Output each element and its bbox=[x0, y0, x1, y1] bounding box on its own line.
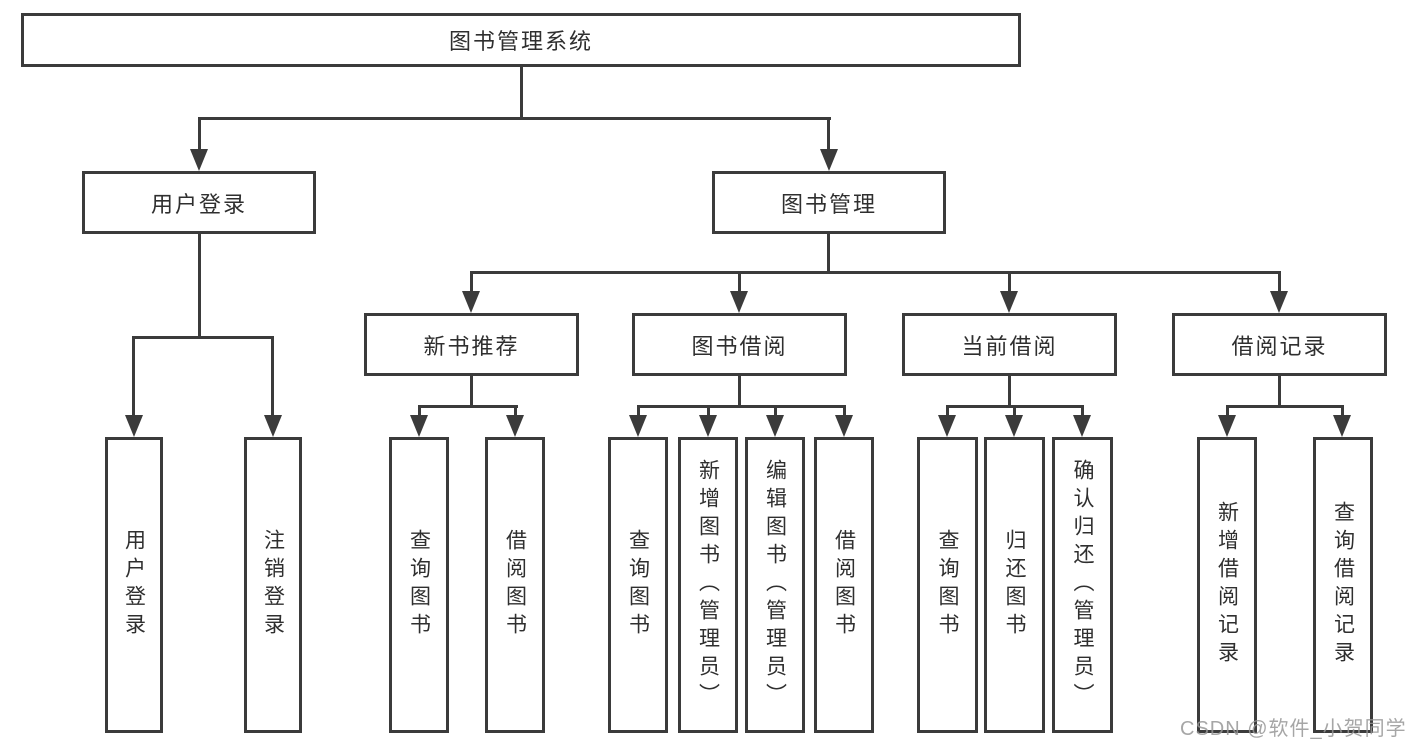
connector-current-stem bbox=[1008, 376, 1011, 408]
node-current-borrow: 当前借阅 bbox=[902, 313, 1117, 376]
connector-to-book-borrow bbox=[738, 271, 741, 297]
connector-newbook-stem bbox=[470, 376, 473, 408]
connector-borrow-leaf3 bbox=[774, 405, 777, 419]
arrowhead-borrow-leaf1 bbox=[629, 415, 647, 437]
arrowhead-current-leaf1 bbox=[938, 415, 956, 437]
connector-borrow-leaf2 bbox=[707, 405, 710, 419]
connector-current-leaf2 bbox=[1013, 405, 1016, 419]
connector-level3-bar bbox=[470, 271, 1281, 274]
arrowhead-newbook-leaf2 bbox=[506, 415, 524, 437]
node-library-management-system: 图书管理系统 bbox=[21, 13, 1021, 67]
node-user-login: 用户登录 bbox=[82, 171, 316, 234]
leaf-borrow-query-books: 查询图书 bbox=[608, 437, 668, 733]
connector-level2-bar bbox=[198, 117, 831, 120]
leaf-records-query-record: 查询借阅记录 bbox=[1313, 437, 1373, 733]
connector-records-stem bbox=[1278, 376, 1281, 408]
arrowhead-records-leaf2 bbox=[1333, 415, 1351, 437]
connector-to-book-management bbox=[827, 117, 830, 153]
connector-login-bar bbox=[132, 336, 274, 339]
arrowhead-book-management bbox=[820, 149, 838, 171]
connector-borrow-leaf1 bbox=[637, 405, 640, 419]
node-book-management: 图书管理 bbox=[712, 171, 946, 234]
connector-to-leaf-logout bbox=[271, 336, 274, 419]
leaf-newbook-query-books: 查询图书 bbox=[389, 437, 449, 733]
arrowhead-book-borrow bbox=[730, 291, 748, 313]
connector-borrow-stem bbox=[738, 376, 741, 408]
connector-to-user-login bbox=[198, 117, 201, 153]
leaf-current-return-books: 归还图书 bbox=[984, 437, 1045, 733]
node-borrow-records: 借阅记录 bbox=[1172, 313, 1387, 376]
connector-borrow-leaf4 bbox=[843, 405, 846, 419]
leaf-newbook-borrow-books: 借阅图书 bbox=[485, 437, 545, 733]
leaf-borrow-borrow-books: 借阅图书 bbox=[814, 437, 874, 733]
connector-to-leaf-login bbox=[132, 336, 135, 419]
connector-login-stem bbox=[198, 234, 201, 338]
connector-root-stem bbox=[520, 66, 523, 119]
arrowhead-borrow-leaf4 bbox=[835, 415, 853, 437]
connector-newbook-leaf1 bbox=[418, 405, 421, 419]
leaf-current-confirm-return-admin: 确认归还（管理员） bbox=[1052, 437, 1113, 733]
node-new-book-recommend: 新书推荐 bbox=[364, 313, 579, 376]
connector-current-leaf1 bbox=[946, 405, 949, 419]
leaf-logout: 注销登录 bbox=[244, 437, 302, 733]
connector-to-current-borrow bbox=[1008, 271, 1011, 297]
connector-newbook-leaf2 bbox=[514, 405, 517, 419]
leaf-records-add-record: 新增借阅记录 bbox=[1197, 437, 1257, 733]
connector-management-stem bbox=[827, 234, 830, 274]
leaf-current-query-books: 查询图书 bbox=[917, 437, 978, 733]
arrowhead-current-leaf3 bbox=[1073, 415, 1091, 437]
arrowhead-borrow-leaf2 bbox=[699, 415, 717, 437]
connector-records-leaf1 bbox=[1226, 405, 1229, 419]
arrowhead-leaf-login bbox=[125, 415, 143, 437]
arrowhead-records-leaf1 bbox=[1218, 415, 1236, 437]
csdn-watermark: CSDN @软件_小贺同学 bbox=[1180, 718, 1405, 740]
arrowhead-new-book bbox=[462, 291, 480, 313]
arrowhead-borrow-leaf3 bbox=[766, 415, 784, 437]
connector-to-new-book bbox=[470, 271, 473, 297]
leaf-user-login: 用户登录 bbox=[105, 437, 163, 733]
arrowhead-current-borrow bbox=[1000, 291, 1018, 313]
arrowhead-current-leaf2 bbox=[1005, 415, 1023, 437]
arrowhead-borrow-records bbox=[1270, 291, 1288, 313]
leaf-borrow-add-books-admin: 新增图书（管理员） bbox=[678, 437, 738, 733]
connector-records-leaf2 bbox=[1341, 405, 1344, 419]
arrowhead-leaf-logout bbox=[264, 415, 282, 437]
connector-records-bar bbox=[1226, 405, 1344, 408]
leaf-borrow-edit-books-admin: 编辑图书（管理员） bbox=[745, 437, 805, 733]
connector-to-borrow-records bbox=[1278, 271, 1281, 297]
connector-current-leaf3 bbox=[1081, 405, 1084, 419]
arrowhead-newbook-leaf1 bbox=[410, 415, 428, 437]
connector-newbook-bar bbox=[418, 405, 518, 408]
node-book-borrow: 图书借阅 bbox=[632, 313, 847, 376]
arrowhead-user-login bbox=[190, 149, 208, 171]
connector-borrow-bar bbox=[637, 405, 846, 408]
